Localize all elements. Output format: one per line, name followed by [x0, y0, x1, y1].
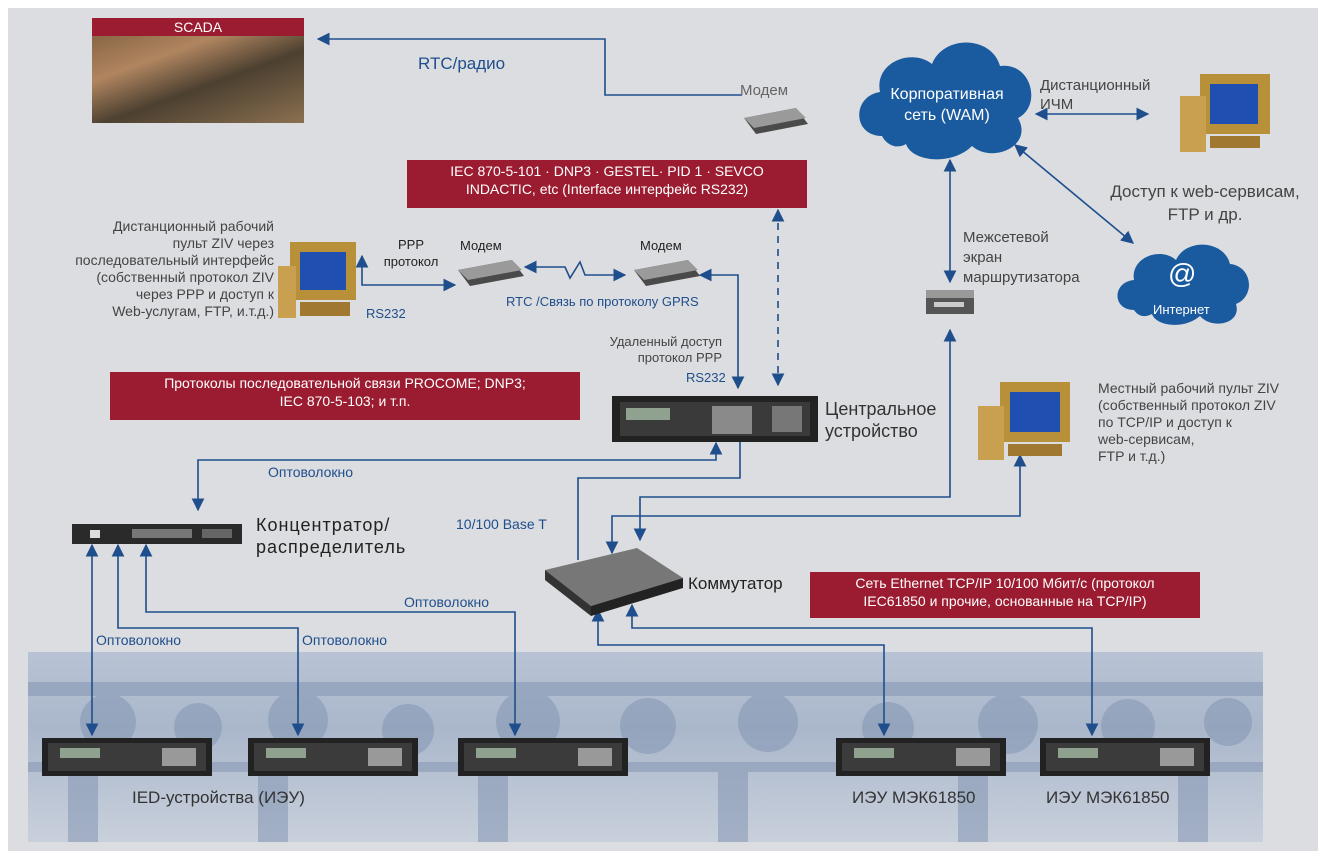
modem-left-icon — [458, 260, 524, 286]
ied-device-2 — [248, 738, 418, 776]
label-rtc-gprs: RTC /Связь по протоколу GPRS — [506, 294, 699, 309]
central-unit-icon — [612, 396, 818, 442]
label-local-console: Местный рабочий пульт ZIV (собственный п… — [1098, 380, 1280, 464]
label-fiber-top: Оптоволокно — [268, 464, 354, 480]
link-gprs — [523, 260, 627, 282]
ied-device-1 — [42, 738, 212, 776]
label-remote-console: Дистанционный рабочий пульт ZIV через по… — [75, 218, 274, 319]
banner-ethernet: Сеть Ethernet TCP/IP 10/100 Мбит/с (прот… — [810, 572, 1200, 618]
scada-title: SCADA — [92, 18, 304, 36]
label-concentrator: Концентратор/ распределитель — [256, 515, 407, 557]
label-base-t: 10/100 Base T — [456, 516, 547, 532]
switch-icon — [545, 548, 683, 616]
label-iec-device-1: ИЭУ МЭК61850 — [852, 788, 976, 807]
remote-console-computer-icon — [278, 242, 356, 318]
link-central-switch — [577, 440, 741, 560]
label-firewall: Межсетевой экран маршрутизатора — [963, 229, 1080, 286]
label-ied-devices: IED-устройства (ИЭУ) — [132, 788, 305, 807]
link-conc-ied3 — [139, 543, 522, 737]
internet-at-symbol: @ — [1168, 258, 1197, 289]
label-web-access: Доступ к web-сервисам, FTP и др. — [1110, 182, 1300, 224]
label-ppp-protocol: PPP протокол — [383, 237, 439, 269]
ied-device-3 — [458, 738, 628, 776]
label-fiber-b: Оптоволокно — [302, 632, 388, 648]
concentrator-icon — [72, 524, 242, 544]
label-remote-access: Удаленный доступ протокол PPP — [609, 334, 722, 365]
label-corporate-net: Корпоративная сеть (WAM) — [890, 86, 1004, 124]
link-scada-modem — [316, 32, 742, 96]
label-fiber-c: Оптоволокно — [404, 594, 490, 610]
firewall-router-icon — [926, 290, 974, 314]
local-console-computer-icon — [978, 382, 1070, 460]
label-rtc-radio: RTC/радио — [418, 54, 506, 73]
label-modem-top: Модем — [740, 82, 789, 99]
link-central-concentrator — [191, 441, 723, 512]
link-switch-iec2 — [625, 603, 1099, 737]
label-remote-hmi: Дистанционный ИЧМ — [1040, 77, 1151, 113]
banner-protocols-top: IEC 870-5-101 · DNP3 · GESTEL· PID 1 · S… — [407, 160, 807, 208]
internet-cloud-icon — [1117, 244, 1249, 325]
label-internet: Интернет — [1153, 302, 1210, 317]
banner-protocols-serial: Протоколы последовательной связи PROCOME… — [110, 372, 580, 420]
label-modem-right: Модем — [640, 238, 682, 253]
link-localpc-switch — [605, 453, 1027, 555]
label-switch: Коммутатор — [688, 574, 783, 593]
link-cloud-internet — [1014, 144, 1134, 244]
label-rs232-center: RS232 — [686, 370, 726, 385]
label-fiber-a: Оптоволокно — [96, 632, 182, 648]
scada-panel: SCADA — [92, 18, 304, 123]
label-modem-left: Модем — [460, 238, 502, 253]
iec-device-1 — [836, 738, 1006, 776]
iec-device-2 — [1040, 738, 1210, 776]
modem-top-icon — [744, 108, 808, 134]
label-iec-device-2: ИЭУ МЭК61850 — [1046, 788, 1170, 807]
label-rs232-left: RS232 — [366, 306, 406, 321]
remote-hmi-computer-icon — [1180, 74, 1270, 152]
modem-right-icon — [634, 260, 700, 286]
corporate-cloud-icon — [859, 42, 1032, 160]
label-central-unit: Центральное устройство — [825, 399, 937, 441]
link-pc-modem — [355, 254, 457, 292]
